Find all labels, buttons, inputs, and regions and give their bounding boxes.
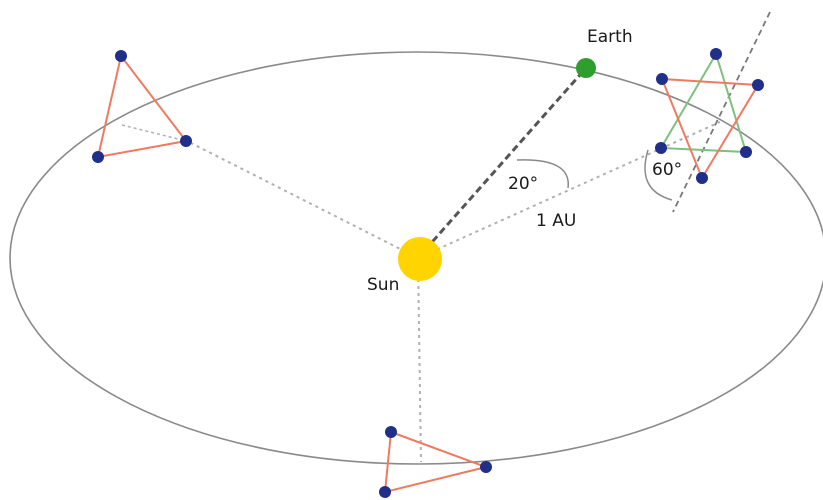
constellation-bottom-links	[383, 430, 490, 494]
sun	[398, 237, 442, 281]
sun-label: Sun	[367, 275, 400, 295]
constellation-ur-red-links	[660, 77, 760, 181]
spacecraft-ur-5	[740, 146, 752, 158]
constellation-upper-left	[92, 50, 192, 163]
spacecraft-ul-2	[180, 135, 192, 147]
spacecraft-ul-1	[115, 50, 127, 62]
constellation-ur-axis	[672, 11, 771, 213]
constellation-upper-left-links	[96, 53, 188, 159]
earth	[576, 58, 596, 78]
sun-earth-line	[416, 67, 588, 259]
angle-60-label: 60°	[652, 160, 683, 180]
constellation-bottom	[379, 426, 492, 498]
spacecraft-ur-1	[710, 48, 722, 60]
angle-arc-20	[516, 159, 569, 189]
distance-label: 1 AU	[536, 211, 577, 231]
constellation-ur-green-links	[659, 51, 748, 154]
constellation-upper-right	[644, 11, 771, 213]
spacecraft-ul-3	[92, 151, 104, 163]
radial-line-bottom	[417, 257, 422, 463]
spacecraft-ur-2	[656, 73, 668, 85]
spacecraft-b-1	[385, 426, 397, 438]
radial-line-constellation	[417, 121, 721, 259]
spacecraft-ur-4	[655, 142, 667, 154]
earth-label: Earth	[587, 27, 633, 47]
radial-line-upper-left	[184, 139, 419, 259]
spacecraft-b-2	[480, 461, 492, 473]
constellation-upper-left-guide	[121, 124, 187, 142]
angle-20-label: 20°	[508, 174, 539, 194]
spacecraft-ur-6	[696, 172, 708, 184]
spacecraft-ur-3	[752, 79, 764, 91]
spacecraft-b-3	[379, 486, 391, 498]
earth-orbit	[9, 51, 823, 465]
angle-arc-60	[644, 149, 673, 201]
